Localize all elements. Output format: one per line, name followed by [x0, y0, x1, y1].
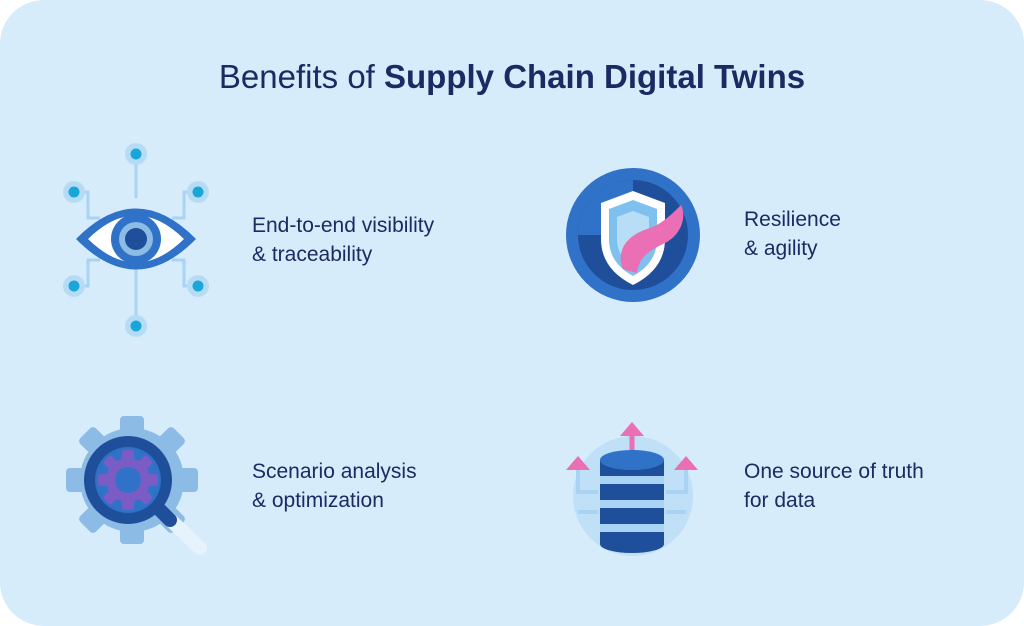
eye-network-icon: [63, 143, 209, 337]
benefit-truth-label: One source of truth for data: [744, 460, 924, 512]
page-title: Benefits of Supply Chain Digital Twins: [0, 58, 1024, 96]
shield-icon: [566, 168, 700, 302]
benefit-scenario-label: Scenario analysis & optimization: [252, 460, 417, 512]
database-icon: [566, 422, 698, 556]
title-emphasis: Supply Chain Digital Twins: [384, 58, 806, 95]
benefit-resilience-label: Resilience & agility: [744, 208, 841, 260]
benefit-visibility-label: End-to-end visibility & traceability: [252, 214, 435, 266]
title-prefix: Benefits of: [218, 58, 385, 95]
gear-magnifier-icon: [66, 416, 207, 555]
